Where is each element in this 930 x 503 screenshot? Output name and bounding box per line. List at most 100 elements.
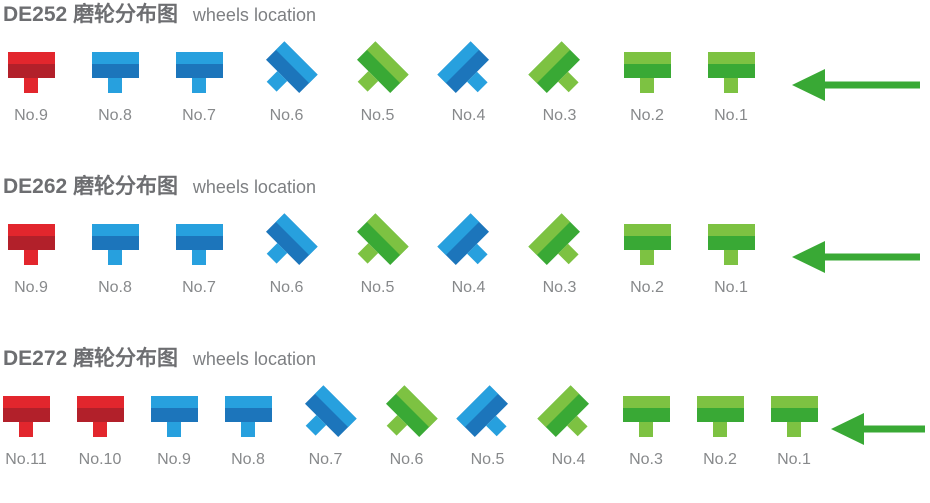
wheel-cell: No.2 (683, 384, 757, 469)
wheel-stem (191, 77, 206, 93)
wheel-label: No.5 (360, 107, 395, 124)
wheel-stem (92, 421, 107, 437)
wheel-stem (107, 77, 122, 93)
wheel-stem (786, 421, 801, 437)
wheel-stem (639, 77, 654, 93)
wheel-bar (175, 51, 223, 78)
wheel-icon-green (696, 384, 744, 448)
wheel-bar (623, 223, 671, 250)
wheel-cell: No.2 (605, 212, 689, 297)
wheel-shape (91, 223, 139, 265)
wheel-stem (723, 77, 738, 93)
wheel-shape (175, 51, 223, 93)
wheel-stem (107, 249, 122, 265)
wheel-shape (346, 212, 409, 275)
model-name: DE262 (3, 175, 68, 198)
wheel-label: No.7 (308, 451, 343, 468)
title-zh: 磨轮分布图 (73, 347, 179, 370)
wheel-shape (175, 223, 223, 265)
wheel-cell: No.11 (0, 384, 63, 469)
wheel-label: No.8 (98, 107, 132, 124)
wheel-cell: No.3 (514, 212, 605, 297)
wheel-cell: No.7 (285, 384, 366, 469)
wheel-stem (18, 421, 33, 437)
wheel-bar (770, 395, 818, 422)
title-en: wheels location (192, 349, 316, 369)
wheel-label: No.4 (451, 279, 486, 296)
wheel-cell: No.7 (157, 40, 241, 125)
wheel-shape (696, 395, 744, 437)
left-arrow-icon (773, 40, 922, 104)
wheel-shape (528, 212, 590, 275)
wheel-cell: No.9 (0, 40, 73, 125)
wheel-cell: No.4 (423, 212, 514, 297)
wheel-stem (639, 249, 654, 265)
wheel-shape (91, 51, 139, 93)
wheel-label: No.4 (551, 451, 586, 468)
wheel-bar (175, 223, 223, 250)
wheel-cell: No.6 (241, 212, 332, 297)
wheel-cell: No.7 (157, 212, 241, 297)
wheel-icon-red (7, 40, 55, 104)
title-zh: 磨轮分布图 (73, 175, 179, 198)
wheel-stem (166, 421, 181, 437)
wheel-stem (723, 249, 738, 265)
wheel-label: No.1 (714, 279, 748, 296)
wheel-bar (7, 51, 55, 78)
wheel-icon-green-tilted (537, 384, 592, 448)
wheel-label: No.3 (542, 279, 577, 296)
wheel-label: No.9 (14, 279, 48, 296)
wheel-icon-green (622, 384, 670, 448)
wheel-icon-blue (91, 40, 139, 104)
wheel-label: No.10 (78, 451, 122, 468)
wheel-icon-red (7, 212, 55, 276)
wheel-icon-green (707, 212, 755, 276)
wheel-cell: No.6 (241, 40, 332, 125)
wheel-shape (707, 223, 755, 265)
wheel-shape (528, 40, 590, 103)
wheel-shape (456, 384, 518, 447)
wheel-stem (638, 421, 653, 437)
wheel-shape (437, 40, 499, 103)
wheel-icon-blue (175, 40, 223, 104)
wheel-icon-green (770, 384, 818, 448)
wheel-stem (191, 249, 206, 265)
wheel-label: No.5 (470, 451, 505, 468)
wheel-bar (623, 51, 671, 78)
wheel-shape (437, 212, 499, 275)
wheel-icon-blue (224, 384, 272, 448)
wheel-cell: No.3 (514, 40, 605, 125)
wheel-shape (224, 395, 272, 437)
wheel-cell: No.5 (332, 212, 423, 297)
wheel-bar (150, 395, 198, 422)
wheel-icon-green-tilted (383, 384, 438, 448)
wheel-shape (255, 212, 318, 275)
wheel-icon-blue (91, 212, 139, 276)
wheel-shape (2, 395, 50, 437)
left-arrow-icon (831, 384, 927, 448)
wheel-shape (255, 40, 318, 103)
wheel-label: No.9 (14, 107, 48, 124)
wheel-cell: No.5 (332, 40, 423, 125)
wheel-label: No.6 (269, 279, 304, 296)
wheel-shape (375, 384, 438, 447)
wheel-shape (770, 395, 818, 437)
wheel-cell: No.9 (137, 384, 211, 469)
wheel-bar (707, 223, 755, 250)
wheel-shape (623, 51, 671, 93)
wheel-shape (294, 384, 357, 447)
wheel-label: No.7 (182, 107, 216, 124)
wheel-cell: No.8 (211, 384, 285, 469)
wheel-cell: No.2 (605, 40, 689, 125)
wheel-icon-blue (150, 384, 198, 448)
title-zh: 磨轮分布图 (73, 3, 179, 26)
wheel-cell: No.6 (366, 384, 447, 469)
wheel-label: No.8 (231, 451, 265, 468)
wheel-icon-green (707, 40, 755, 104)
wheel-label: No.2 (630, 107, 664, 124)
wheel-bar (91, 51, 139, 78)
